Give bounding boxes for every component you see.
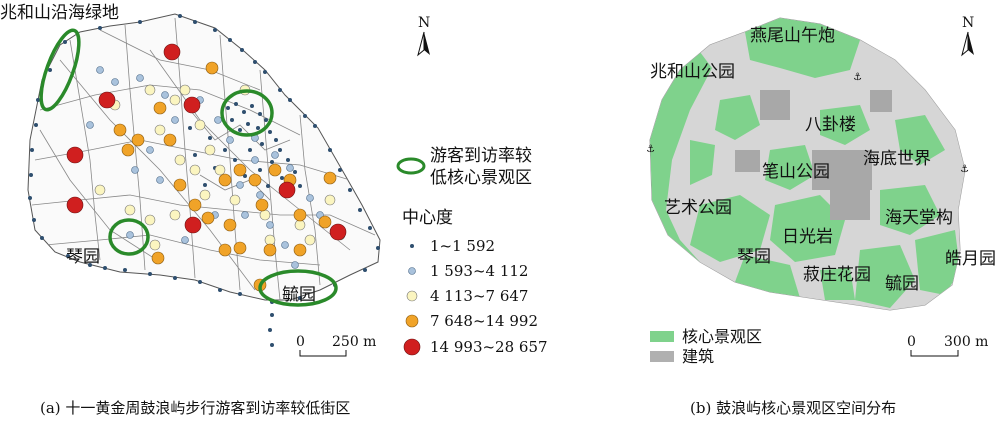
scalebar-a-value: 250 m xyxy=(332,334,376,350)
panel-b-labels: 燕尾山午炮 兆和山公园 八卦楼 笔山公园 海底世界 艺术公园 日光岩 海天堂构 … xyxy=(650,26,996,294)
legend-a: 游客到访率较 低核心景观区 中心度 1~1 592 1 593~4 112 4 … xyxy=(396,146,548,356)
legend-class-3-symbol xyxy=(406,290,418,302)
legend-landscape-label: 核心景观区 xyxy=(682,327,762,346)
label-shuzhuang-garden: 菽庄花园 xyxy=(803,265,871,285)
legend-class-4-symbol xyxy=(405,314,419,328)
anchor-icon: ⚓ xyxy=(646,144,655,155)
legend-class-5-symbol xyxy=(403,338,421,356)
low-visit-rings xyxy=(39,28,338,307)
legend-low-visit-line2: 低核心景观区 xyxy=(430,168,532,188)
legend-landscape-swatch xyxy=(650,331,674,342)
north-label-a: N xyxy=(418,15,430,31)
label-underwater-world: 海底世界 xyxy=(863,149,931,169)
label-riguangyan: 日光岩 xyxy=(782,227,833,247)
caption-a: (a) 十一黄金周鼓浪屿步行游客到访率较低街区 xyxy=(40,399,350,417)
class-4-nodes xyxy=(113,61,337,292)
anchor-icon: ⚓ xyxy=(960,164,969,175)
scalebar-b-zero: 0 xyxy=(907,334,916,350)
legend-class-4-label: 7 648~14 992 xyxy=(430,312,538,330)
north-arrow-b: N xyxy=(961,15,974,57)
label-qinyuan-b: 琴园 xyxy=(737,247,771,267)
legend-class-1-label: 1~1 592 xyxy=(430,237,495,255)
label-haitiantanggou: 海天堂构 xyxy=(885,208,953,228)
legend-class-2-symbol xyxy=(408,267,416,275)
panel-a-map xyxy=(27,13,381,347)
anchor-icon: ⚓ xyxy=(853,72,862,83)
caption-b: (b) 鼓浪屿核心景观区空间分布 xyxy=(690,399,896,417)
ring-north-east xyxy=(220,89,274,137)
legend-b: 核心景观区 建筑 xyxy=(650,327,762,366)
label-bishan-park: 笔山公园 xyxy=(762,162,830,182)
label-haoyueyuan: 皓月园 xyxy=(945,249,996,269)
scalebar-b-value: 300 m xyxy=(944,334,988,350)
label-zhaoheshan-green: 兆和山沿海绿地 xyxy=(0,3,119,23)
legend-building-swatch xyxy=(650,351,674,362)
legend-class-3-label: 4 113~7 647 xyxy=(430,287,528,305)
label-qinyuan-a: 琴园 xyxy=(66,247,100,267)
legend-class-1-symbol xyxy=(410,244,414,248)
legend-class-5-label: 14 993~28 657 xyxy=(430,338,548,356)
label-zhaoheshan-park: 兆和山公园 xyxy=(650,62,735,82)
legend-ring-symbol xyxy=(396,157,426,175)
class-5-nodes xyxy=(66,43,347,241)
label-yuyuan-a: 毓园 xyxy=(282,285,316,305)
scalebar-a-zero: 0 xyxy=(296,334,305,350)
harbor-anchors: ⚓ ⚓ ⚓ xyxy=(646,72,969,175)
label-yanweishan: 燕尾山午炮 xyxy=(750,26,835,46)
label-baguolou: 八卦楼 xyxy=(805,115,856,135)
label-yuyuan-b: 毓园 xyxy=(885,274,919,294)
ring-zhaoheshan xyxy=(39,28,81,112)
label-art-park: 艺术公园 xyxy=(664,198,732,218)
coastal-nodes xyxy=(28,14,380,347)
legend-centrality-title: 中心度 xyxy=(402,208,453,228)
north-arrow-a: N xyxy=(417,15,430,57)
scalebar-b: 0 300 m xyxy=(907,334,988,357)
ring-qinyuan xyxy=(108,218,150,256)
legend-class-2-label: 1 593~4 112 xyxy=(430,262,528,280)
scalebar-a: 0 250 m xyxy=(296,334,376,357)
legend-low-visit-line1: 游客到访率较 xyxy=(430,146,532,166)
legend-building-label: 建筑 xyxy=(682,347,714,366)
north-label-b: N xyxy=(962,15,974,31)
ring-yuyuan xyxy=(258,269,338,307)
dense-center-nodes xyxy=(188,102,302,188)
